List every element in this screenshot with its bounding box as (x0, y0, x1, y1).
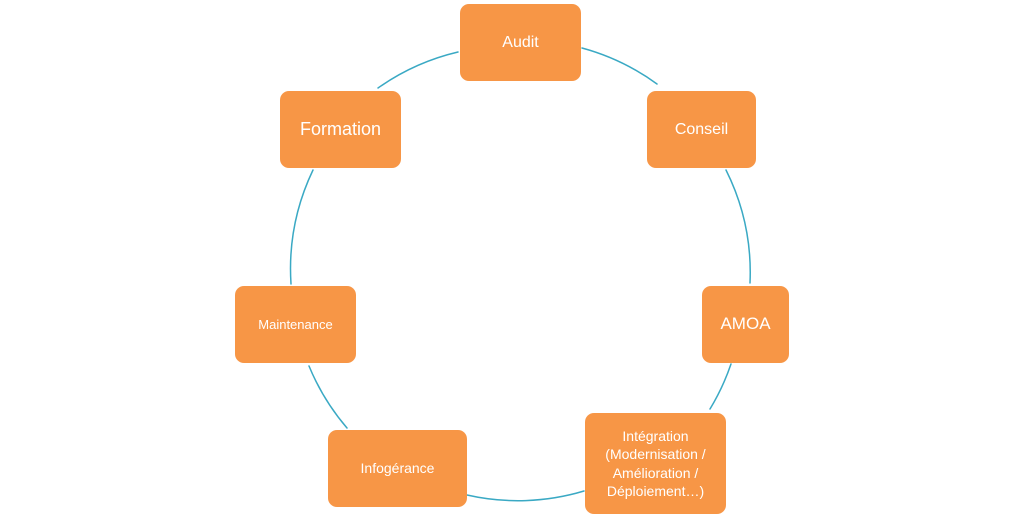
node-formation: Formation (280, 91, 401, 168)
node-amoa: AMOA (702, 286, 789, 363)
node-infogerance-label: Infogérance (360, 460, 435, 477)
node-infogerance: Infogérance (328, 430, 467, 507)
node-conseil: Conseil (647, 91, 756, 168)
connector-integration-infogerance (466, 490, 585, 502)
node-integration-label: Intégration (Modernisation / Amélioratio… (605, 427, 706, 499)
connector-conseil-amoa (725, 169, 751, 284)
connector-infogerance-maintenance (308, 365, 348, 429)
connector-audit-conseil (581, 47, 658, 85)
connector-maintenance-formation (289, 169, 314, 285)
connector-amoa-integration (709, 363, 732, 410)
node-audit-label: Audit (502, 33, 539, 51)
node-maintenance-label: Maintenance (258, 316, 333, 332)
node-audit: Audit (460, 4, 581, 81)
node-formation-label: Formation (299, 118, 382, 139)
node-conseil-label: Conseil (674, 120, 729, 138)
connector-formation-audit (377, 51, 459, 89)
node-integration: Intégration (Modernisation / Amélioratio… (585, 413, 726, 514)
node-maintenance: Maintenance (235, 286, 356, 363)
node-amoa-label: AMOA (720, 314, 771, 334)
